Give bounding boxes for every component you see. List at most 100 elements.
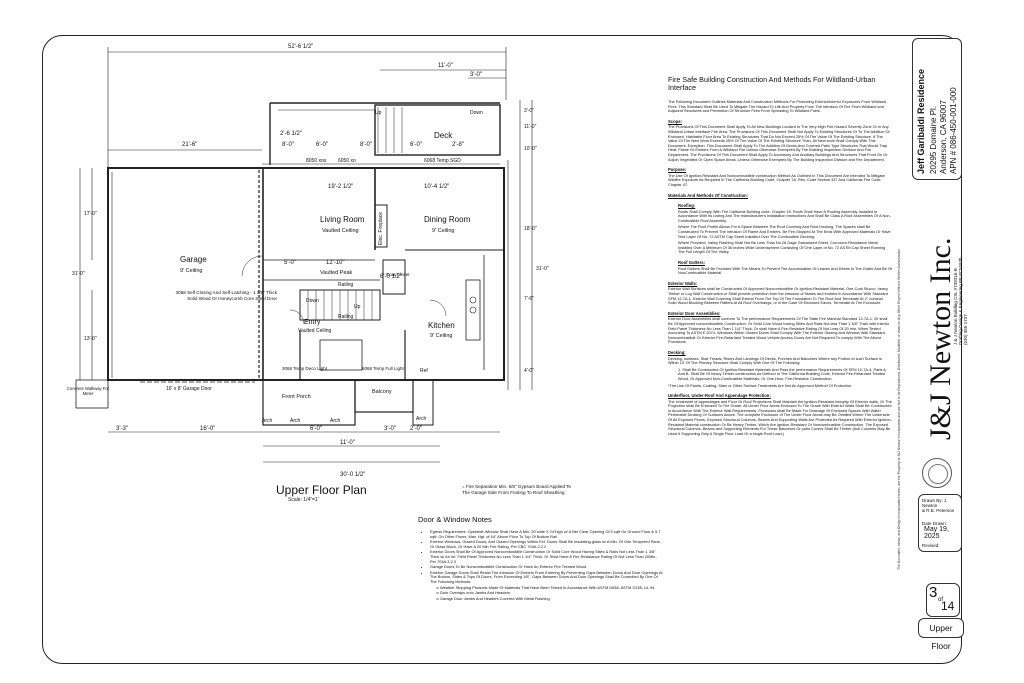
- sheet-total: 14: [941, 599, 955, 613]
- dim-deck-3: 3'-0": [470, 72, 482, 78]
- room-kitchen: Kitchen: [428, 321, 455, 330]
- spec-under-heading: Underfloor, Under-Roof And Appendage Pro…: [668, 393, 771, 399]
- room-entry-ceiling: Vaulted Ceiling: [298, 328, 331, 334]
- sheet-name: Upper Floor: [929, 623, 953, 651]
- spec-roofing-2: Where The Roof Profile Allows For A Spac…: [678, 225, 891, 239]
- dim-2-6: 2'-6 1/2": [280, 131, 302, 137]
- spec-doors-heading: Exterior Door Assemblies:: [668, 310, 721, 316]
- dim-6a: 6'-0": [316, 142, 328, 148]
- full-light-label: 6068 Temp Full Light: [362, 366, 404, 371]
- garage-door-note: 3068 Self Closing And Self-Latching - 1 …: [175, 290, 277, 301]
- plan-title-block: Upper Floor Plan Scale: 1/4"=1': [258, 483, 367, 503]
- room-garage: Garage: [180, 255, 207, 264]
- arch-2: Arch: [290, 418, 301, 424]
- revised-label: Revised:: [922, 543, 940, 548]
- dim-stairs-5: 5'-0": [284, 260, 296, 266]
- firm-phone: (530) 365-1737: [963, 314, 968, 345]
- spec-under: The Underside of appendages and Floor Or…: [668, 399, 892, 436]
- dim-b-2a: 2'-0": [410, 426, 422, 432]
- dim-kitchen-12: 12'-10": [326, 260, 345, 266]
- project-box: [912, 38, 962, 180]
- spec-purpose: The Use Of Ignition-Resistant And Noncom…: [668, 173, 885, 187]
- room-dining-ceiling: 9' Ceiling: [432, 228, 454, 234]
- spec-roofing: Roofs Shall Comply With The California B…: [678, 209, 891, 223]
- dim-top-total: 52'-6 1/2": [288, 44, 313, 50]
- railing-1: Railing: [338, 282, 354, 288]
- dim-left-17: 17'-0": [84, 211, 97, 217]
- dim-left-31: 31'-0": [72, 271, 85, 277]
- plan-title: Upper Floor Plan: [276, 483, 367, 497]
- dw-note: Garage Door Jambs And Headers Covered Wi…: [440, 596, 663, 602]
- spec-decking: Decking, surfaces, Stair Treads, Risers …: [668, 356, 882, 366]
- room-front-porch: Front Porch: [282, 394, 311, 400]
- dim-2-8: 2'-8": [452, 142, 464, 148]
- garage-door-label: 16' x 8' Garage Door: [166, 386, 212, 392]
- arch-4: Arch: [416, 416, 427, 422]
- dim-right-7: 7'-6": [524, 296, 534, 302]
- dim-right-31: 31'-0": [536, 266, 549, 272]
- dw-note: Door Overlaps onto Jambs And Headers.: [440, 591, 663, 596]
- up-label-2: Up: [354, 304, 361, 310]
- room-dining: Dining Room: [424, 215, 471, 224]
- room-deck: Deck: [434, 131, 453, 140]
- spec-decking-heading: Decking:: [668, 349, 686, 355]
- sheet-name-box: Upper Floor: [918, 618, 964, 651]
- room-kitchen-ceiling: 9' Ceiling: [430, 333, 452, 339]
- spec-roofing-3: Where Provided, Valley Flashing Shall No…: [678, 241, 886, 255]
- room-garage-ceiling: 9' Ceiling: [180, 268, 202, 274]
- vaulted-peak: Vaulted Peak: [320, 270, 353, 276]
- drawing-sheet-border: [42, 35, 962, 664]
- arch-3: Arch: [330, 418, 341, 424]
- dw-note: Exterior Doors Shall Be Of Approved Nonc…: [430, 550, 663, 564]
- ref-label: Ref: [420, 368, 428, 374]
- dim-deck-width: 11'-0": [438, 63, 453, 69]
- fire-separation-note: = Fire Separation Min. 5/8" Gypsum Board…: [462, 484, 571, 495]
- sgd-6068: 6068 Temp SGD: [424, 158, 461, 164]
- plan-scale: Scale: 1/4"=1': [288, 497, 319, 503]
- spec-scope-heading: Scope:: [668, 118, 682, 124]
- spec-scope: The Provisions Of This Document Shall Ap…: [668, 125, 890, 162]
- dim-b-3a: 3'-0": [384, 426, 396, 432]
- dw-note: Exterior Garage Doors Shall Resist The I…: [430, 570, 663, 585]
- deco-light-label: 3068 Temp Deco Light: [282, 366, 328, 371]
- seal-stamp: [922, 458, 952, 488]
- dw-note: Weather Stripping Products Made Of Mater…: [440, 585, 663, 591]
- fire-safe-spec: Fire Safe Building Construction And Meth…: [668, 76, 892, 438]
- walkway-note: Concrete Walkway For Meter: [66, 386, 110, 396]
- spec-title: Fire Safe Building Construction And Meth…: [668, 75, 876, 92]
- dim-left-21: 21'-6": [182, 142, 197, 148]
- coat-closet: Coat Closet: [386, 272, 410, 277]
- floor-plan-drawing: 52'-6 1/2" 11'-0" 3'-0" 21'-6" 8'-0" 6'-…: [72, 44, 549, 478]
- spec-walls: Exterior Wall Surfaces shall be Construc…: [668, 287, 888, 306]
- dim-right-18: 18'-0": [524, 226, 537, 232]
- drawn-by: Drawn By: J. Newton: [922, 498, 948, 508]
- dim-b-3-3: 3'-3": [116, 426, 128, 432]
- spec-roofing-heading: Roofing:: [678, 203, 696, 209]
- dim-8a: 8'-0": [282, 142, 294, 148]
- door-window-notes: Door & Window Notes Egress Requirement: …: [418, 515, 663, 602]
- dim-dn-10: 10'-4 1/2": [424, 184, 449, 190]
- dim-6b: 6'-0": [410, 142, 422, 148]
- drawn-by-2: & R.B. Peterson: [922, 508, 955, 513]
- door-window-title: Door & Window Notes: [418, 515, 492, 524]
- dim-lr-19: 19'-2 1/2": [328, 184, 353, 190]
- down-label-2: Down: [306, 298, 319, 304]
- dim-left-13: 13'-0": [84, 336, 97, 342]
- win-8050: 8050 xox: [306, 158, 327, 164]
- date-value: May 19, 2025: [924, 526, 949, 540]
- deck-down: Down: [470, 110, 483, 116]
- project-owner: Jeff Garibaldi Residence: [916, 68, 926, 174]
- spec-purpose-heading: Purpose:: [668, 167, 687, 173]
- dw-note: Garage Doors To Be Noncombustible Constr…: [430, 565, 663, 570]
- dim-stairs-6: 6'-0 1/2": [380, 274, 402, 280]
- spec-gutters: Roof Gutters Shall Be Provided With The …: [678, 266, 893, 276]
- dim-b-6a: 6'-0": [310, 426, 322, 432]
- dim-right-4: 4'-0": [524, 368, 534, 374]
- spec-gutters-heading: Roof Gutters:: [678, 260, 705, 266]
- dim-8b: 8'-0": [360, 142, 372, 148]
- dim-right-10: 10'-0": [524, 146, 537, 152]
- project-address-2: Anderson, CA 96007: [939, 100, 948, 174]
- firm-side-note: The Document, Ideas, and Design Incorpor…: [897, 248, 901, 570]
- dim-right-3: 3'-0": [524, 108, 534, 114]
- room-living: Living Room: [320, 215, 365, 224]
